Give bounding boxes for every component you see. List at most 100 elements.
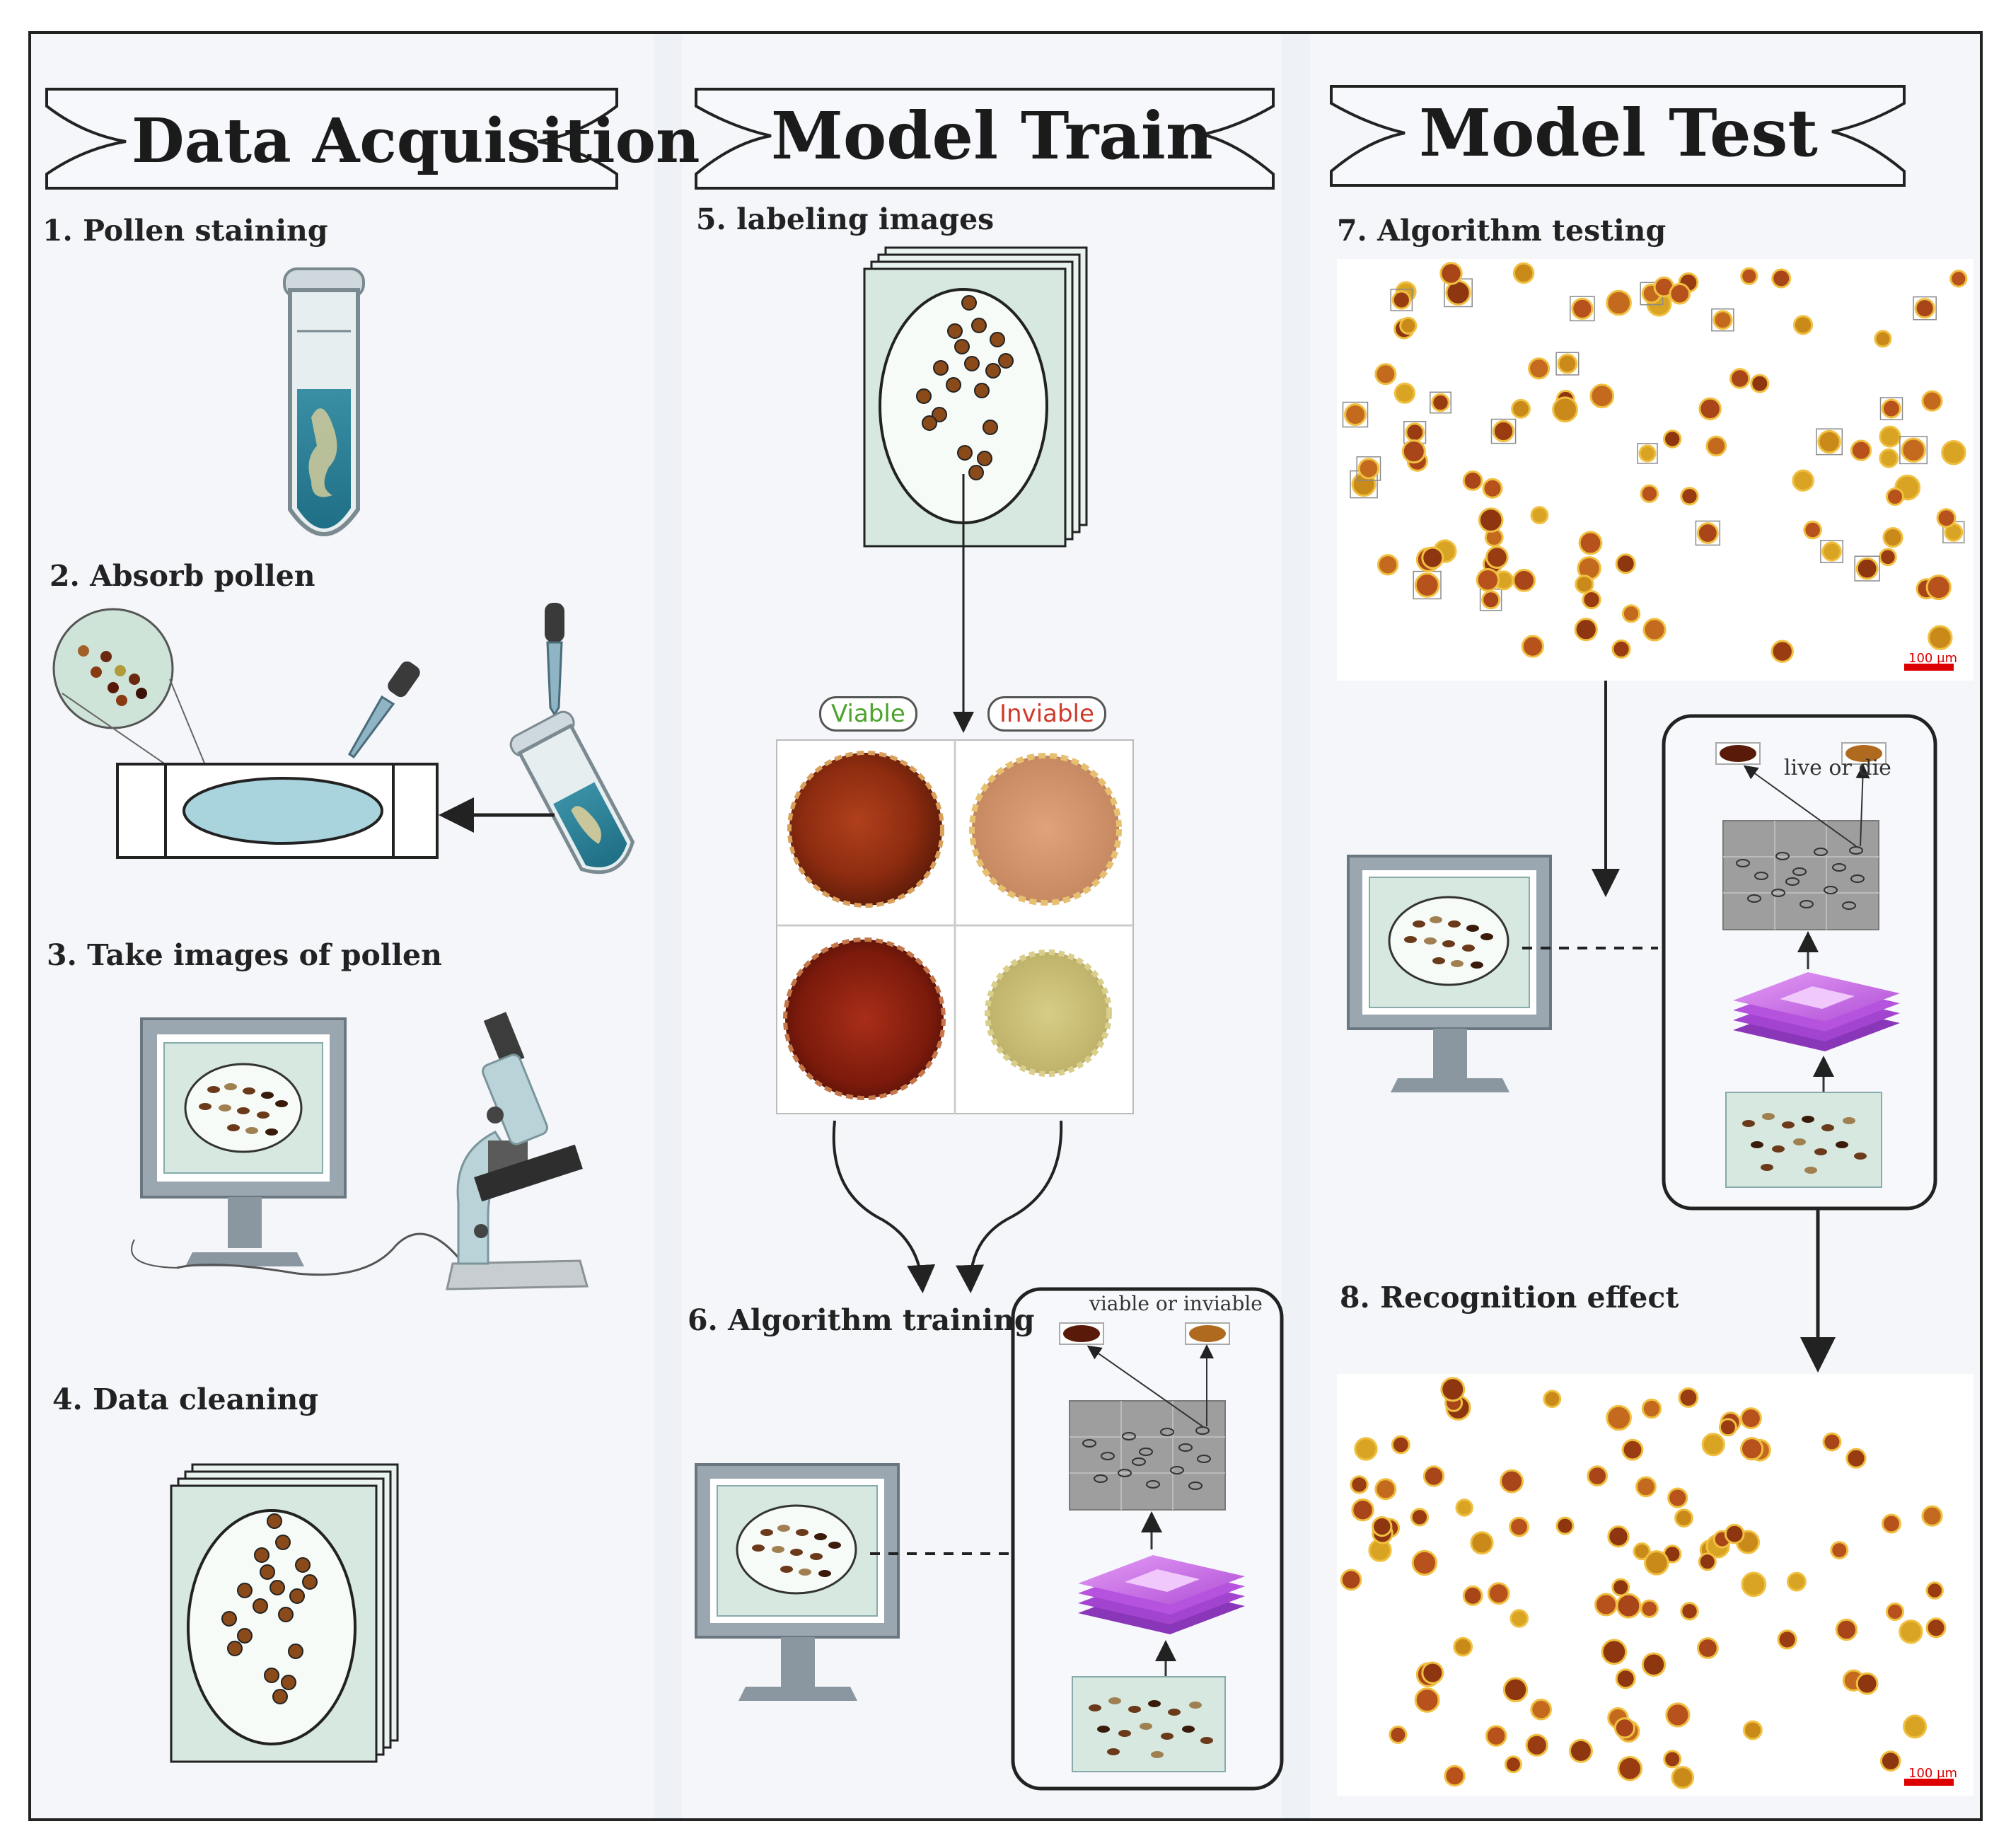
pollen-grain (1557, 353, 1578, 374)
pollen-grain (1502, 1677, 1529, 1703)
pollen-grain (1792, 315, 1814, 335)
viable-or-inviable-label: viable or inviable (1089, 1292, 1263, 1315)
pollen-grain (1509, 1609, 1529, 1628)
pollen-grain (1640, 484, 1659, 503)
detection-box (1899, 436, 1928, 465)
detection-box (1816, 428, 1843, 456)
live-or-die-label: live or die (1784, 756, 1891, 780)
scale-bar-label-test: 100 μm (1908, 651, 1958, 666)
image-stack-cleaning (170, 1463, 399, 1763)
pollen-grain (1512, 569, 1536, 592)
pollen-grain (1410, 1508, 1430, 1527)
pollen-grain (1855, 1672, 1879, 1695)
pollen-grain (1525, 1733, 1548, 1757)
pollen-grain (1641, 1398, 1662, 1419)
step-8-label: 8. Recognition effect (1340, 1281, 1679, 1315)
pollen-grain (1462, 470, 1483, 491)
pollen-grain (1792, 469, 1814, 492)
pollen-grain (1421, 1661, 1444, 1685)
pollen-grain (1357, 458, 1380, 480)
banner-train (695, 88, 1275, 190)
detection-box (1430, 391, 1451, 414)
pollen-grain (1555, 1516, 1575, 1535)
pollen-grain (1481, 590, 1501, 610)
pollen-grain (1642, 618, 1667, 642)
pollen-grain (1641, 1652, 1667, 1677)
pollen-grain (1422, 1465, 1445, 1487)
pollen-grain (1414, 1687, 1440, 1713)
pollen-grain (1500, 1469, 1524, 1494)
pollen-grain (1879, 448, 1899, 468)
pollen-grain (1611, 1578, 1630, 1597)
pollen-grain (1391, 1435, 1410, 1455)
pollen-grain (1470, 1531, 1494, 1555)
pollen-grain (1921, 390, 1943, 412)
image-stack-labeling (863, 246, 1088, 548)
pollen-grain (1855, 557, 1879, 580)
pollen-grain (1850, 439, 1872, 461)
recognition-micrograph (1337, 1374, 1974, 1796)
detection-box (1820, 540, 1843, 563)
pollen-grain (1552, 396, 1579, 423)
pollen-grain (1925, 1581, 1944, 1600)
pollen-grain (1949, 270, 1968, 288)
pollen-grain (1822, 1432, 1842, 1452)
inviable-sample-2 (985, 949, 1112, 1077)
step-6-label: 6. Algorithm training (688, 1303, 1035, 1337)
pollen-grain (1476, 568, 1500, 592)
pollen-grain (1696, 1637, 1719, 1659)
pollen-grain (1543, 1390, 1562, 1409)
pollen-grain (1903, 1714, 1928, 1739)
pollen-grain (1389, 1725, 1408, 1744)
pollen-grain (1485, 545, 1509, 570)
pollen-grain (1674, 1508, 1693, 1528)
pollen-grain (1615, 1668, 1636, 1690)
pollen-grain (1607, 1525, 1630, 1548)
testing-monitor-icon (1347, 855, 1552, 1092)
banner-acquisition (45, 88, 618, 190)
cnn-layers-icon-train (1078, 1555, 1245, 1634)
pollen-grain (1621, 604, 1641, 623)
pollen-grain (1667, 1487, 1688, 1508)
pollen-grain (1669, 282, 1691, 305)
viable-sample-1 (787, 751, 944, 908)
pollen-grain (1340, 1569, 1362, 1591)
pollen-grain (1351, 1498, 1374, 1522)
pollen-grain (1899, 1619, 1923, 1644)
pollen-grain (1509, 1516, 1529, 1537)
detection-box (1637, 443, 1658, 464)
pollen-grain (1578, 531, 1603, 555)
pollen-grain (1574, 618, 1598, 642)
step-7-label: 7. Algorithm testing (1337, 214, 1667, 248)
pollen-grain (1482, 478, 1503, 499)
pollen-grain (1729, 368, 1751, 389)
pollen-grain (1886, 487, 1904, 506)
viable-tag: Viable (819, 696, 917, 732)
pollen-grain (1440, 1377, 1466, 1402)
pollen-grain (1928, 625, 1953, 650)
detection-box (1555, 352, 1580, 376)
pollen-grain (1633, 1542, 1651, 1561)
pollen-grain (1568, 1738, 1593, 1763)
pollen-grain (1512, 262, 1535, 284)
pollen-grain (1344, 403, 1367, 426)
section-title-acquisition: Data Acquisition (132, 105, 700, 177)
curve-arrow-right (956, 1120, 1063, 1293)
pollen-grain (1606, 289, 1632, 316)
pollen-grain (1528, 357, 1551, 380)
pollen-grain (1803, 520, 1822, 540)
pollen-grain (1621, 1438, 1644, 1461)
pollen-grain (1582, 590, 1601, 610)
testing-network-box (1662, 714, 1937, 1211)
detection-box (1711, 308, 1734, 332)
pollen-grain (1587, 1465, 1608, 1486)
pollen-grain (1350, 1475, 1369, 1494)
pollen-grain (1530, 1698, 1552, 1721)
detection-box (1390, 289, 1413, 311)
pollen-grain (1663, 429, 1682, 449)
pollen-grain (1644, 1550, 1669, 1576)
pollen-grain (1671, 1766, 1695, 1789)
pollen-grain (1739, 1407, 1762, 1430)
pollen-grain (1696, 522, 1719, 544)
pollen-grain (1462, 1586, 1483, 1606)
